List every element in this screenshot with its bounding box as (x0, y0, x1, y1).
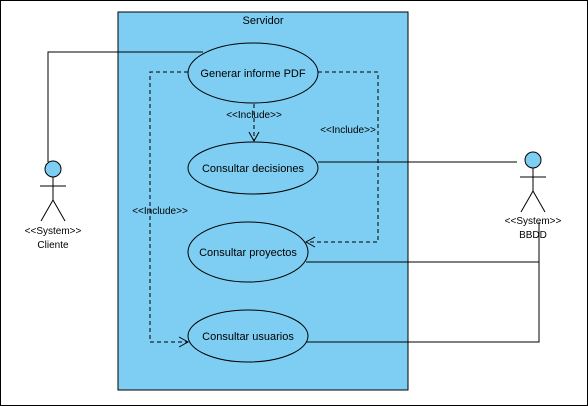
include-decisiones[interactable] (248, 104, 260, 143)
use-case-generar-informe-label: Generar informe PDF (200, 68, 305, 80)
actor-bbdd-stereotype: <<System>> (505, 216, 562, 227)
include-label-proyectos: <<Include>> (320, 125, 376, 136)
actor-bbdd-head (524, 151, 542, 169)
system-title: Servidor (243, 15, 284, 27)
include-usuarios[interactable] (149, 71, 190, 348)
use-case-consultar-decisiones[interactable]: Consultar decisiones (187, 141, 319, 195)
use-case-generar-informe[interactable]: Generar informe PDF (187, 42, 319, 104)
include-proyectos[interactable] (304, 71, 379, 248)
use-case-consultar-proyectos[interactable]: Consultar proyectos (187, 221, 309, 283)
use-case-consultar-usuarios[interactable]: Consultar usuarios (187, 309, 309, 363)
actor-bbdd-name: BBDD (519, 230, 547, 241)
actor-cliente-head (44, 160, 62, 178)
use-case-consultar-decisiones-label: Consultar decisiones (202, 163, 305, 175)
use-case-consultar-proyectos-label: Consultar proyectos (199, 247, 297, 259)
actor-cliente-name: Cliente (37, 240, 69, 251)
include-label-usuarios: <<Include>> (132, 206, 188, 217)
association-bbdd-usuarios[interactable] (306, 262, 540, 343)
association-cliente-generar[interactable] (47, 51, 203, 162)
actor-cliente[interactable]: <<System>> Cliente (25, 160, 82, 251)
actor-bbdd[interactable]: <<System>> BBDD (505, 151, 562, 241)
actor-cliente-stereotype: <<System>> (25, 226, 82, 237)
include-label-decisiones: <<Include>> (226, 110, 282, 121)
use-case-consultar-usuarios-label: Consultar usuarios (202, 331, 294, 343)
